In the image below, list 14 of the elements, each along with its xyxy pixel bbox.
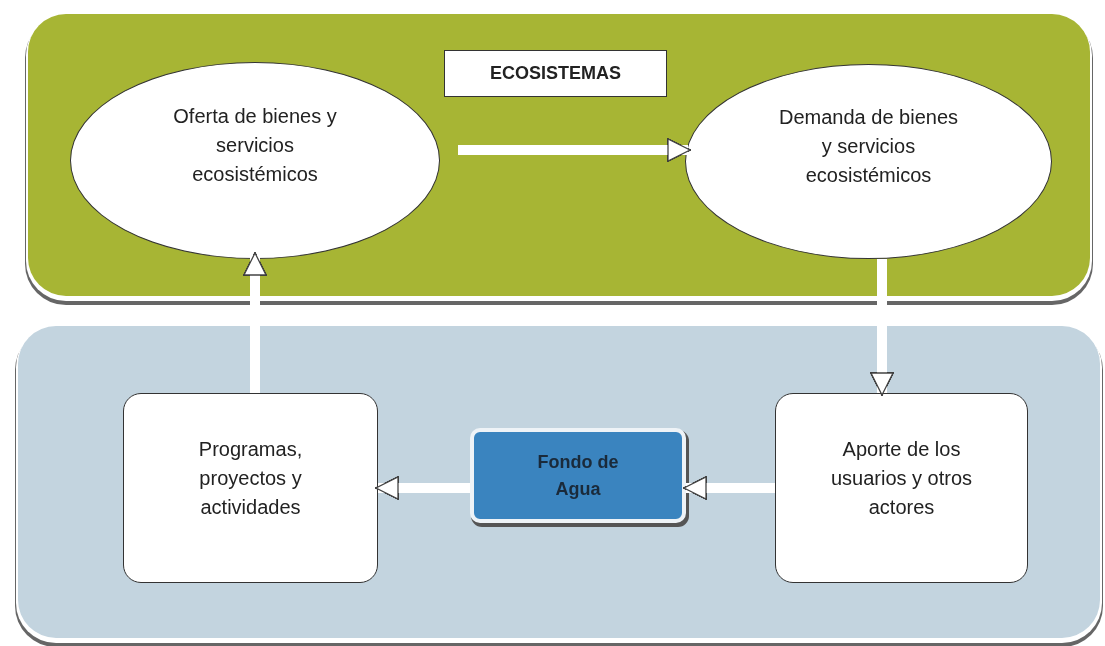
node-label: Aporte de los usuarios y otros actores xyxy=(829,436,974,520)
node-label: Programas, proyectos y actividades xyxy=(197,436,304,520)
block-arrow xyxy=(243,252,267,393)
block-arrow xyxy=(683,476,775,500)
node-label: ECOSISTEMAS xyxy=(489,62,622,86)
block-arrow xyxy=(870,259,894,396)
block-arrow xyxy=(458,138,691,162)
node-label: Oferta de bienes y servicios ecosistémicos xyxy=(172,104,338,187)
node-label: Fondo de Agua xyxy=(536,451,620,501)
block-arrow xyxy=(375,476,470,500)
title-box xyxy=(444,50,667,97)
process-box xyxy=(123,393,378,583)
node-label: Demanda de bienes y servicios ecosistémicos xyxy=(778,105,959,188)
process-box xyxy=(775,393,1028,583)
